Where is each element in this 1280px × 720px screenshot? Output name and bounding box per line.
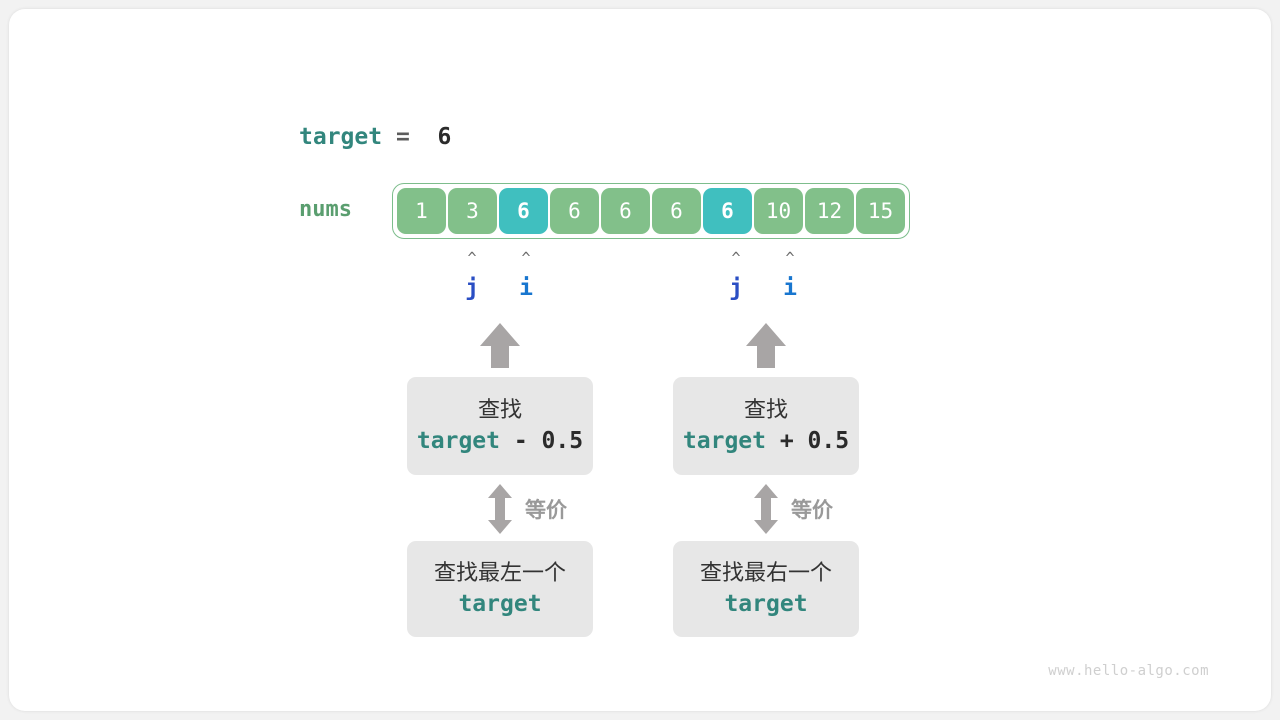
diagram-card: target = 6 nums 1 3 6 6 6 6 6 10 12 15 ^… <box>9 9 1271 711</box>
search-expression: target - 0.5 <box>416 428 584 455</box>
watermark: www.hello-algo.com <box>1048 663 1209 679</box>
search-target-name: target <box>458 591 542 618</box>
pointer-label-j: j <box>465 275 479 301</box>
double-arrow-vertical-icon <box>753 483 779 535</box>
pointer-caret-icon: ^ <box>467 249 477 267</box>
pointer-caret-icon: ^ <box>731 249 741 267</box>
search-label: 查找 <box>743 396 788 422</box>
equivalence-label: 等价 <box>525 499 567 522</box>
pointer-caret-icon: ^ <box>521 249 531 267</box>
array-cell-highlighted[interactable]: 6 <box>499 188 548 234</box>
array-cell-highlighted[interactable]: 6 <box>703 188 752 234</box>
array-label: nums <box>299 197 352 222</box>
array-cell[interactable]: 15 <box>856 188 905 234</box>
pointer-label-j: j <box>729 275 743 301</box>
pointer-caret-icon: ^ <box>785 249 795 267</box>
target-value: 6 <box>437 124 452 150</box>
up-arrow-icon <box>478 321 522 369</box>
equivalence-indicator-left: 等价 <box>487 481 567 537</box>
search-expression-box-right: 查找 target + 0.5 <box>673 377 859 475</box>
target-declaration: target = 6 <box>299 121 451 153</box>
equivalence-label: 等价 <box>791 499 833 522</box>
array-cell[interactable]: 6 <box>550 188 599 234</box>
target-assign-operator: = <box>395 124 410 150</box>
search-expression-box-left: 查找 target - 0.5 <box>407 377 593 475</box>
array-cell[interactable]: 3 <box>448 188 497 234</box>
array-cell[interactable]: 10 <box>754 188 803 234</box>
up-arrow-icon <box>744 321 788 369</box>
array-container: 1 3 6 6 6 6 6 10 12 15 <box>392 183 910 239</box>
pointer-label-i: i <box>783 275 797 301</box>
equivalence-indicator-right: 等价 <box>753 481 833 537</box>
target-variable-name: target <box>299 124 383 150</box>
pointer-label-i: i <box>519 275 533 301</box>
search-target-box-left: 查找最左一个 target <box>407 541 593 637</box>
array-cell[interactable]: 6 <box>601 188 650 234</box>
search-description: 查找最左一个 <box>433 559 566 585</box>
search-expression: target + 0.5 <box>682 428 850 455</box>
double-arrow-vertical-icon <box>487 483 513 535</box>
array-cell[interactable]: 1 <box>397 188 446 234</box>
array-cell[interactable]: 6 <box>652 188 701 234</box>
search-description: 查找最右一个 <box>699 559 832 585</box>
array-cell[interactable]: 12 <box>805 188 854 234</box>
search-target-box-right: 查找最右一个 target <box>673 541 859 637</box>
search-label: 查找 <box>477 396 522 422</box>
search-target-name: target <box>724 591 808 618</box>
